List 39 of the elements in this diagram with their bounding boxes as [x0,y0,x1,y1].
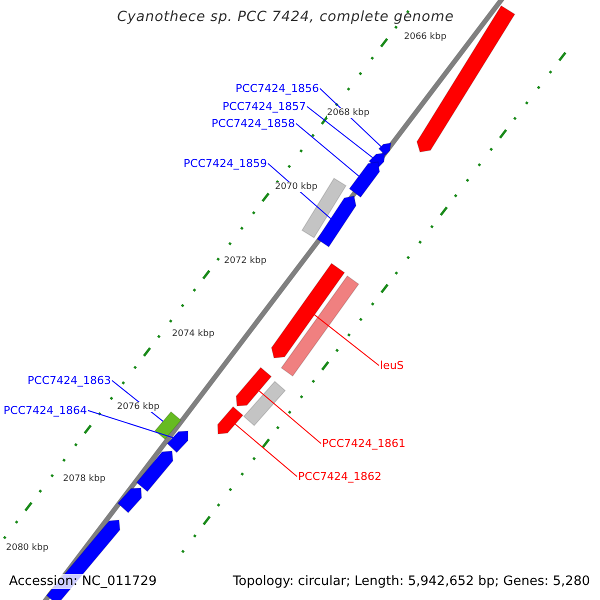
scale-label: 2078 kbp [63,474,106,484]
leader-line [306,106,374,158]
gene-feature [236,366,272,407]
gene-label: PCC7424_1861 [322,437,406,450]
gene-label: PCC7424_1864 [4,404,87,417]
gene-label: PCC7424_1862 [298,470,382,483]
diagram-title: Cyanothece sp. PCC 7424, complete genome [117,9,454,25]
scale-label: 2066 kbp [404,32,446,42]
gene-feature [348,161,380,198]
gene-label: leuS [380,359,404,372]
leader-line [296,123,360,177]
leader-line [234,424,298,477]
leader-line [314,314,380,366]
gene-feature [117,487,142,514]
scale-label: 2072 kbp [224,256,266,266]
gene-label: PCC7424_1863 [28,374,111,387]
leader-line [258,390,322,444]
gene-feature [270,262,346,359]
scale-label: 2068 kbp [327,108,370,118]
gene-label: PCC7424_1857 [222,100,306,113]
genome-info-text: Topology: circular; Length: 5,942,652 bp; Genes: 5,280 [232,574,590,589]
gene-block [280,275,360,377]
gene-block [154,411,182,440]
gene-feature [378,142,392,156]
scale-label: 2080 kbp [6,543,48,553]
gene-block [243,380,286,426]
gene-feature [136,450,174,492]
accession-text: Accession: NC_011729 [9,574,157,589]
gene-feature [166,430,188,454]
leader-line [88,410,174,438]
gene-feature [217,406,244,435]
gene-label: PCC7424_1856 [236,82,319,95]
scale-label: 2076 kbp [117,402,160,412]
scale-label: 2070 kbp [275,182,318,192]
gene-block [301,178,347,238]
gene-feature [316,195,357,248]
scale-label: 2074 kbp [172,329,214,339]
gene-label: PCC7424_1859 [184,157,267,170]
gene-label: PCC7424_1858 [212,117,295,130]
